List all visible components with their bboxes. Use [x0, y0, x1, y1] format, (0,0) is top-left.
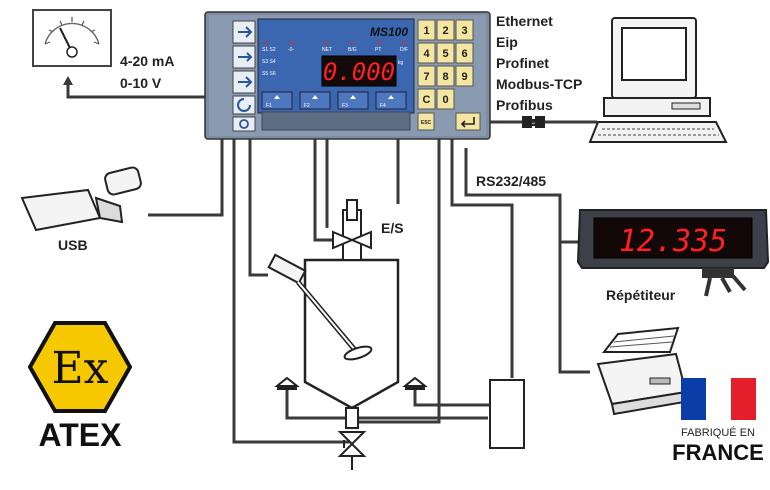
side-indicator-1: S3 S4	[262, 59, 276, 65]
indicator-labels: S1 S2 -0- NET B/G PT D/F	[262, 41, 408, 53]
function-key[interactable]	[299, 91, 331, 110]
serial-label: RS232/485	[476, 173, 546, 189]
weighing-controller: MS100 S1 S2 -0- NET B/G PT D/F 0.000 kg S3 S4…	[204, 11, 491, 140]
analog-meter-icon	[32, 9, 112, 67]
keypad-key[interactable]	[455, 65, 474, 87]
keypad-key[interactable]	[436, 19, 455, 41]
function-key[interactable]	[261, 91, 293, 110]
agitator-icon	[267, 253, 373, 361]
function-keys: F1 F2 F3 F4	[261, 91, 407, 110]
made-in-france-badge: FABRIQUÉ EN FRANCE	[672, 378, 764, 465]
indicator-label: -0-	[288, 47, 294, 53]
function-key-label: F1	[266, 103, 272, 109]
flag-blue-band	[681, 378, 706, 420]
network-protocol-label: Eip	[496, 34, 518, 50]
indicator-label: PT	[375, 47, 381, 53]
keypad-key-label: 9	[461, 71, 467, 83]
keypad-key[interactable]	[417, 112, 435, 131]
side-indicator-2: S5 S6	[262, 71, 276, 77]
keypad-key-label: 4	[423, 48, 430, 60]
display-value: 0.000	[323, 58, 395, 86]
flag-white-band	[706, 378, 731, 420]
function-key[interactable]	[375, 91, 407, 110]
keypad-key[interactable]	[417, 19, 436, 41]
network-protocol-label: Profibus	[496, 97, 553, 113]
inlet-valve-icon	[332, 199, 372, 250]
keypad-key-label: 3	[461, 25, 467, 37]
made-in-line2: FRANCE	[672, 440, 764, 465]
function-key-arrow-icon	[274, 95, 280, 99]
indicator-label: NET	[322, 47, 332, 53]
display-unit: kg	[398, 60, 404, 66]
network-protocol-label: Modbus-TCP	[496, 76, 582, 92]
enter-key[interactable]	[455, 112, 481, 131]
indicator-led	[350, 41, 354, 45]
usb-label: USB	[58, 237, 88, 253]
indicator-label: B/G	[348, 47, 357, 53]
printer-icon	[596, 326, 688, 416]
keypad-key-label: 7	[423, 71, 429, 83]
keypad-key-label: 8	[442, 71, 448, 83]
indicator-led	[264, 41, 268, 45]
usb-stick-icon	[20, 166, 142, 232]
keypad-key-label: C	[423, 94, 431, 106]
function-key-arrow-icon	[350, 95, 356, 99]
function-key[interactable]	[337, 91, 369, 110]
junction-box	[489, 379, 525, 449]
repeater-label: Répétiteur	[606, 287, 676, 303]
outlet-valve-icon	[337, 431, 367, 470]
made-in-line1: FABRIQUÉ EN	[681, 426, 755, 439]
network-protocol-label: Profinet	[496, 55, 549, 71]
hopper-tank	[303, 209, 400, 429]
keypad-key[interactable]	[455, 19, 474, 41]
function-key-arrow-icon	[388, 95, 394, 99]
function-key-label: F4	[380, 103, 386, 109]
keypad-key[interactable]	[417, 88, 436, 110]
enter-icon	[460, 117, 475, 128]
atex-label: ATEX	[39, 417, 123, 453]
indicator-label: S1 S2	[262, 47, 276, 53]
keypad-key-label: 0	[442, 94, 448, 106]
atex-badge: Ex	[27, 321, 133, 413]
indicator-led	[402, 41, 406, 45]
function-key-label: F2	[304, 103, 310, 109]
analog-label-voltage: 0-10 V	[120, 75, 162, 91]
flag-red-band	[731, 378, 756, 420]
keypad-key-label: 1	[423, 25, 429, 37]
repeater-value: 12.335	[619, 224, 727, 259]
indicator-led	[377, 41, 381, 45]
function-key-arrow-icon	[312, 95, 318, 99]
computer-icon	[588, 17, 728, 143]
analog-label-current: 4-20 mA	[120, 53, 174, 69]
network-plug-icon	[522, 116, 545, 128]
io-label: E/S	[381, 220, 404, 236]
keypad-key[interactable]	[436, 42, 455, 64]
keypad-key[interactable]	[455, 42, 474, 64]
load-cell-icons	[274, 376, 428, 390]
keypad-key-label: 6	[461, 48, 467, 60]
keypad-key[interactable]	[436, 88, 455, 110]
indicator-label: D/F	[400, 47, 408, 53]
ex-symbol: Ex	[52, 343, 109, 394]
function-key-label: F3	[342, 103, 348, 109]
keypad-key[interactable]	[436, 65, 455, 87]
keypad-key[interactable]	[417, 65, 436, 87]
controller-side-buttons[interactable]	[232, 20, 256, 132]
controller-model: MS100	[370, 25, 408, 39]
keypad-key-label: ESC	[421, 120, 432, 126]
repeater-display: 12.335	[576, 209, 770, 297]
indicator-led	[290, 41, 294, 45]
network-protocol-label: Ethernet	[496, 13, 553, 29]
connection-wires	[63, 76, 597, 444]
indicator-led	[324, 41, 328, 45]
keypad-key[interactable]	[417, 42, 436, 64]
keypad-key-label: 2	[442, 25, 448, 37]
keypad-key-label: 5	[442, 48, 448, 60]
